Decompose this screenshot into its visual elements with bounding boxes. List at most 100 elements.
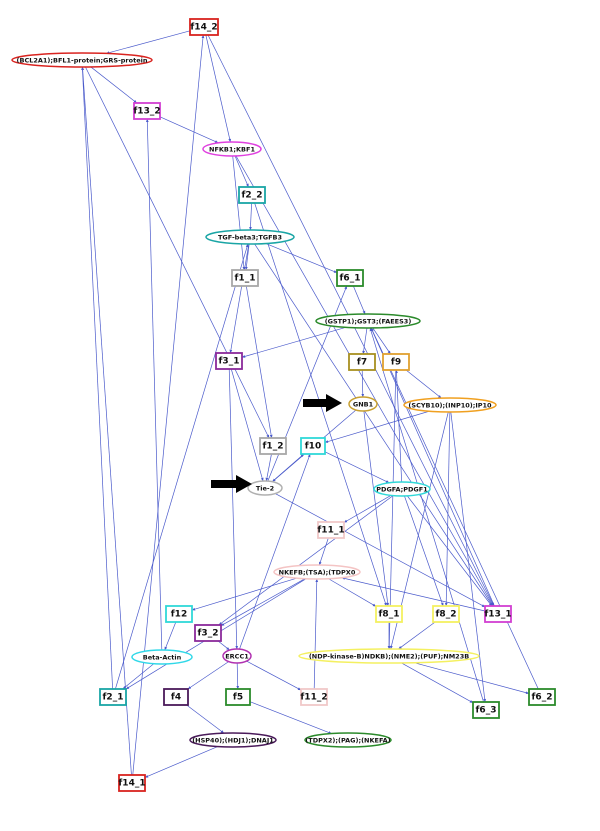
edge-f7-to-gnb1 [361, 369, 365, 398]
node-f3_1[interactable]: f3_1 [215, 352, 243, 370]
node-tgf[interactable]: TGF-beta3;TGFB3 [205, 229, 295, 245]
node-f13_2[interactable]: f13_2 [133, 102, 161, 120]
node-f11_2[interactable]: f11_2 [300, 688, 328, 706]
edge-ercc1-to-f10 [239, 453, 311, 650]
edge-pdgfa-to-f13_1 [407, 495, 493, 607]
node-ellipse [131, 649, 193, 665]
node-f2_2[interactable]: f2_2 [238, 186, 266, 204]
node-ellipse [298, 648, 480, 664]
node-ellipse [315, 313, 421, 329]
node-gstp[interactable]: (GSTP1);GST3;(FAEES3) [315, 313, 421, 329]
node-label: f11_1 [317, 526, 344, 536]
node-box [375, 605, 403, 623]
node-label: ERCC1 [225, 653, 249, 661]
node-f7[interactable]: f7 [348, 353, 376, 371]
node-label: (GSTP1);GST3;(FAEES3) [325, 318, 412, 326]
edge-ercc1-to-f4 [187, 661, 229, 690]
edge-f9-to-scyb [405, 369, 442, 399]
node-ellipse [373, 481, 431, 497]
edge-ercc1-to-f11_2 [246, 660, 302, 691]
edge-ercc1-to-f5 [236, 662, 240, 690]
edge-f1_1-to-f1_2 [245, 285, 273, 439]
node-nfkb[interactable]: NFKB1;KBF1 [202, 141, 262, 157]
node-f4[interactable]: f4 [163, 688, 189, 706]
edge-f11_2-to-nkefb [313, 578, 319, 690]
node-label: Tie-2 [256, 485, 274, 493]
node-f11_1[interactable]: f11_1 [317, 521, 345, 539]
node-label: f14_2 [190, 23, 217, 33]
node-box [165, 605, 193, 623]
node-f3_2[interactable]: f3_2 [194, 624, 222, 642]
node-nkefb[interactable]: NKEFB;(TSA);(TDPX0 [273, 564, 361, 580]
node-f2_1[interactable]: f2_1 [99, 688, 127, 706]
edge-f13_2-to-nfkb [159, 116, 219, 144]
node-label: f4 [171, 693, 181, 703]
edge-f12-to-betaactin [164, 621, 177, 651]
node-ercc1[interactable]: ERCC1 [222, 648, 252, 664]
node-box [133, 102, 161, 120]
edge-f10-to-pdgfa [324, 451, 390, 484]
edge-pdgfa-to-f9 [395, 369, 403, 483]
node-f14_2[interactable]: f14_2 [189, 18, 219, 36]
edge-betaactin-to-f13_2 [145, 118, 163, 651]
node-f12[interactable]: f12 [165, 605, 193, 623]
node-f5[interactable]: f5 [225, 688, 251, 706]
node-tdpx2[interactable]: (TDPX2);(PAG);(NKEFA) [304, 732, 392, 748]
edge-f2_2-to-tgf [249, 202, 252, 231]
node-ellipse [348, 396, 378, 412]
edge-layer [81, 30, 539, 778]
node-box [484, 605, 512, 623]
node-label: f8_1 [379, 610, 400, 620]
node-betaactin[interactable]: Beta-Actin [131, 649, 193, 665]
node-f6_1[interactable]: f6_1 [336, 269, 364, 287]
edge-gstp-to-f9 [372, 327, 391, 355]
node-ellipse [202, 141, 262, 157]
node-f6_3[interactable]: f6_3 [472, 701, 500, 719]
node-f6_2[interactable]: f6_2 [528, 688, 556, 706]
node-f1_2[interactable]: f1_2 [259, 437, 287, 455]
edge-nkefb-to-f12 [191, 577, 297, 611]
edge-f2_1-to-bcl [81, 66, 113, 690]
node-label: f14_1 [118, 779, 145, 789]
edge-betaactin-to-f2_1 [122, 663, 154, 690]
node-hsp40[interactable]: (HSP40);(HDJ1);DNAJ1 [189, 732, 277, 748]
edge-nkefb-to-f3_2 [220, 578, 306, 627]
node-scyb[interactable]: (SCYB10);(INP10);IP10 [403, 397, 497, 413]
node-label: f8_2 [436, 610, 457, 620]
node-label: f3_1 [219, 357, 240, 367]
node-box [99, 688, 127, 706]
node-label: f6_1 [340, 274, 361, 284]
node-f10[interactable]: f10 [300, 437, 326, 455]
node-label: f13_1 [484, 610, 511, 620]
node-bcl[interactable]: (BCL2A1);BFL1-protein;GRS-protein [11, 52, 153, 68]
edge-scyb-to-f8_2 [444, 411, 451, 607]
node-ellipse [273, 564, 361, 580]
node-ndpk[interactable]: (NDP-kinase-B)NDKB);(NME2);(PUF);NM23B [298, 648, 480, 664]
node-f13_1[interactable]: f13_1 [484, 605, 512, 623]
node-label: f9 [391, 358, 401, 368]
edge-f6_3-to-gstp [369, 327, 484, 703]
node-pdgfa[interactable]: PDGFA;PDGF1 [373, 481, 431, 497]
edge-f3_1-to-ercc1 [228, 368, 239, 650]
node-tie2[interactable]: Tie-2 [247, 480, 283, 496]
node-f14_1[interactable]: f14_1 [118, 774, 146, 792]
edge-tgf-to-f1_1 [244, 243, 250, 271]
edge-f3_2-to-ercc1 [217, 640, 230, 651]
node-box [259, 437, 287, 455]
edge-bcl-to-f13_2 [90, 66, 138, 104]
node-f8_1[interactable]: f8_1 [375, 605, 403, 623]
node-f8_2[interactable]: f8_2 [432, 605, 460, 623]
node-box [300, 688, 328, 706]
node-label: NFKB1;KBF1 [209, 146, 255, 154]
node-box [194, 624, 222, 642]
node-label: PDGFA;PDGF1 [376, 486, 428, 494]
node-f9[interactable]: f9 [382, 353, 410, 371]
node-f1_1[interactable]: f1_1 [231, 269, 259, 287]
node-gnb1[interactable]: GNB1 [348, 396, 378, 412]
node-label: (HSP40);(HDJ1);DNAJ1 [192, 737, 274, 745]
edge-tgf-to-f6_1 [265, 243, 338, 273]
node-label: (TDPX2);(PAG);(NKEFA) [305, 737, 390, 745]
node-label: GNB1 [353, 401, 374, 409]
edge-f14_1-to-bcl [81, 66, 132, 776]
